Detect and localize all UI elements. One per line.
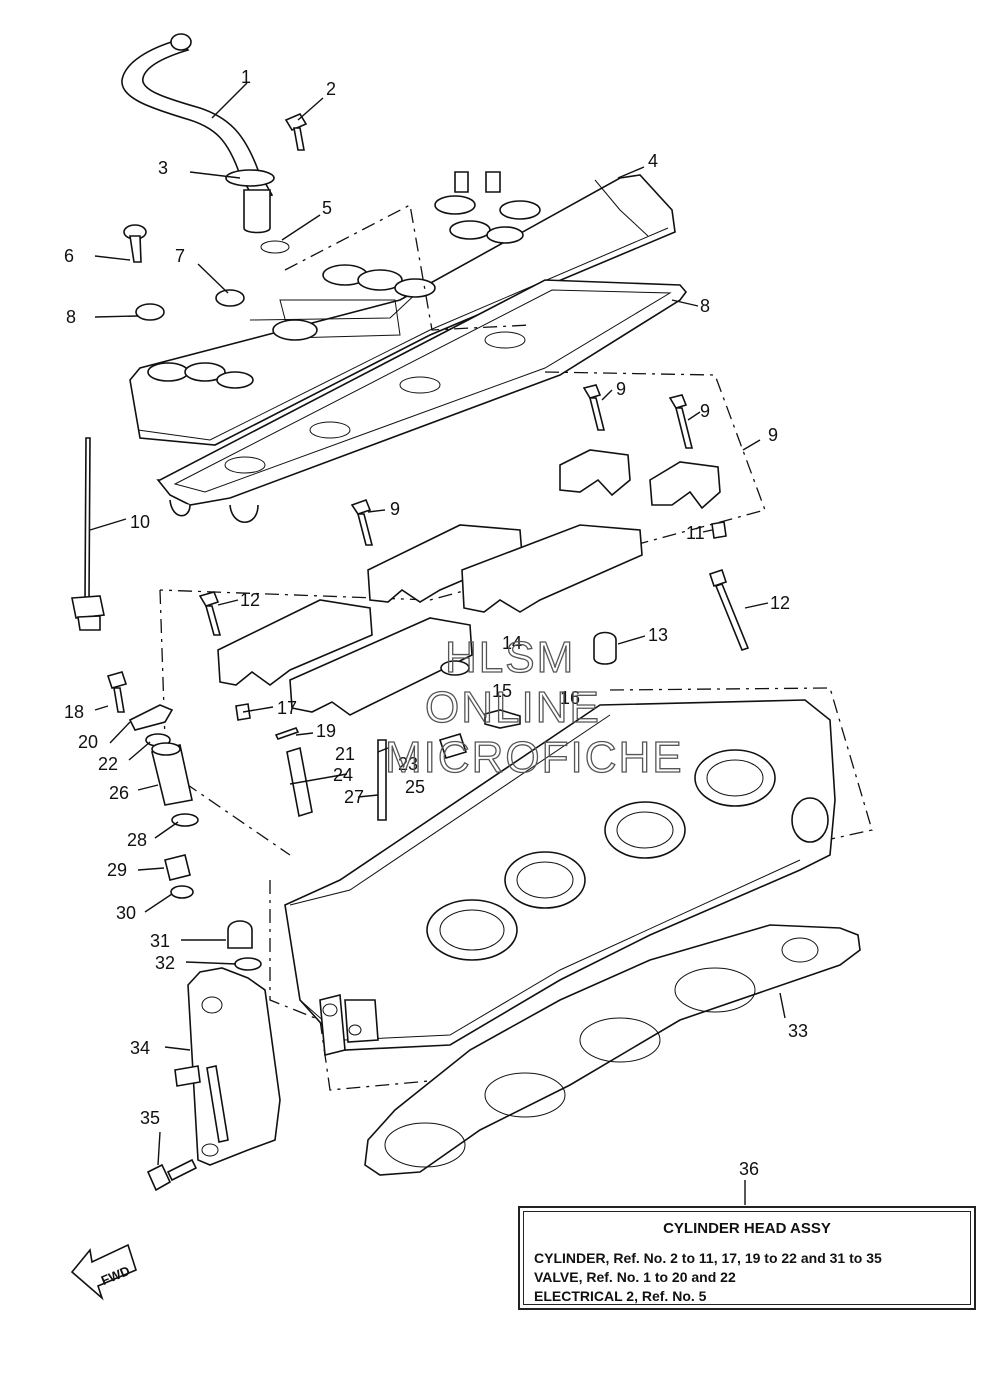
callout-labels: 1 2 3 4 5 6 7 8 8 9 9 9 9 10 11 12 12 13… bbox=[64, 67, 808, 1179]
gasket-33 bbox=[128, 704, 174, 731]
nut-15 bbox=[438, 733, 468, 759]
callout-5: 21 bbox=[335, 744, 355, 764]
reference-info-box: CYLINDER HEAD ASSY CYLINDER, Ref. No. 2 … bbox=[518, 1206, 976, 1310]
callout-10: 15 bbox=[492, 681, 512, 701]
info-box-inner-border bbox=[523, 1211, 971, 1305]
callout-28: 5 bbox=[322, 198, 332, 218]
callout-33: 20 bbox=[78, 732, 98, 752]
callout-8b: 17 bbox=[277, 698, 297, 718]
callout-15: 23 bbox=[398, 754, 418, 774]
callout-24: 10 bbox=[130, 512, 150, 532]
callout-30: 3 bbox=[158, 158, 168, 178]
cover-gasket bbox=[156, 279, 688, 523]
bolt-29 bbox=[284, 112, 308, 151]
callout-16: 31 bbox=[150, 931, 170, 951]
callout-8a: 11 bbox=[686, 523, 705, 543]
camshaft-holder-upper bbox=[350, 498, 643, 613]
washer-21 bbox=[135, 303, 165, 321]
rod-24 bbox=[71, 437, 105, 631]
info-line-valve: VALVE, Ref. No. 1 to 20 and 22 bbox=[534, 1269, 736, 1285]
callout-14: 29 bbox=[107, 860, 127, 880]
shim-18 bbox=[593, 631, 617, 665]
washer-13 bbox=[234, 957, 262, 971]
callout-9a: 9 bbox=[616, 379, 626, 399]
callout-34: 28 bbox=[127, 830, 147, 850]
group-boundary-head-right bbox=[609, 687, 873, 871]
callout-31: 26 bbox=[109, 783, 129, 803]
plug-36 bbox=[215, 289, 245, 307]
line-28 bbox=[284, 204, 531, 331]
breather-hose bbox=[121, 33, 290, 254]
cam-cap-right-1 bbox=[559, 384, 631, 497]
callout-26: 35 bbox=[140, 1108, 160, 1128]
cylinder-head bbox=[284, 699, 836, 1057]
callout-20: 6 bbox=[64, 246, 74, 266]
callout-36: 7 bbox=[175, 246, 185, 266]
leader-lines bbox=[89, 82, 786, 1205]
bolt-23 bbox=[708, 568, 750, 651]
callout-3: 27 bbox=[344, 787, 364, 807]
cylinder-head-cover bbox=[129, 171, 676, 446]
callout-35: 18 bbox=[64, 702, 84, 722]
callout-4: 24 bbox=[333, 765, 353, 785]
callout-9d: 12 bbox=[240, 590, 260, 610]
callout-22: 33 bbox=[788, 1021, 808, 1041]
callout-9b: 9 bbox=[700, 401, 710, 421]
watermark: HLSM ONLINE MICROFICHE bbox=[384, 632, 684, 782]
callout-21: 8 bbox=[66, 307, 76, 327]
info-line-cylinder: CYLINDER, Ref. No. 2 to 11, 17, 19 to 22… bbox=[534, 1250, 882, 1266]
nut-14 bbox=[164, 854, 191, 881]
watermark-line-3: MICROFICHE bbox=[385, 733, 684, 782]
callout-25: 34 bbox=[130, 1038, 150, 1058]
callout-2: 9 bbox=[768, 425, 778, 445]
callout-6: 19 bbox=[316, 721, 336, 741]
callout-13: 32 bbox=[155, 953, 175, 973]
watermark-line-2: ONLINE bbox=[425, 683, 601, 732]
washer-12-left bbox=[170, 885, 194, 899]
fwd-arrow: FWD bbox=[70, 1243, 137, 1301]
bracket-25 bbox=[174, 967, 281, 1166]
clip-6 bbox=[274, 727, 300, 740]
head-gasket bbox=[364, 924, 861, 1176]
callout-11: 16 bbox=[560, 688, 580, 708]
bolt-35 bbox=[106, 671, 128, 713]
callout-12a: 25 bbox=[405, 777, 425, 797]
callout-19: 8 bbox=[700, 296, 710, 316]
callout-1: 36 bbox=[739, 1159, 759, 1179]
cam-cap-right-2 bbox=[649, 394, 727, 539]
callout-7: 14 bbox=[502, 633, 522, 653]
info-box-title: CYLINDER HEAD ASSY bbox=[663, 1220, 831, 1237]
bolt-26 bbox=[146, 1158, 198, 1192]
sleeve-31 bbox=[151, 742, 193, 806]
group-boundary-left bbox=[269, 880, 441, 1091]
plug-7 bbox=[440, 660, 470, 676]
callout-32: 22 bbox=[98, 754, 118, 774]
callout-18: 13 bbox=[648, 625, 668, 645]
callout-17: 4 bbox=[648, 151, 658, 171]
o-ring-34 bbox=[171, 813, 199, 827]
camshaft-holder-lower bbox=[198, 591, 473, 721]
bolt-20 bbox=[123, 224, 147, 263]
callout-23: 12 bbox=[770, 593, 790, 613]
watermark-line-1: HLSM bbox=[445, 633, 575, 682]
valve-stem-seal-3 bbox=[377, 739, 387, 821]
cap-nut-16 bbox=[227, 920, 253, 949]
callout-29: 2 bbox=[326, 79, 336, 99]
callout-27: 1 bbox=[241, 67, 251, 87]
callout-9c: 9 bbox=[390, 499, 400, 519]
callout-12b: 30 bbox=[116, 903, 136, 923]
info-line-electrical: ELECTRICAL 2, Ref. No. 5 bbox=[534, 1288, 707, 1304]
sensor-10 bbox=[484, 709, 521, 729]
